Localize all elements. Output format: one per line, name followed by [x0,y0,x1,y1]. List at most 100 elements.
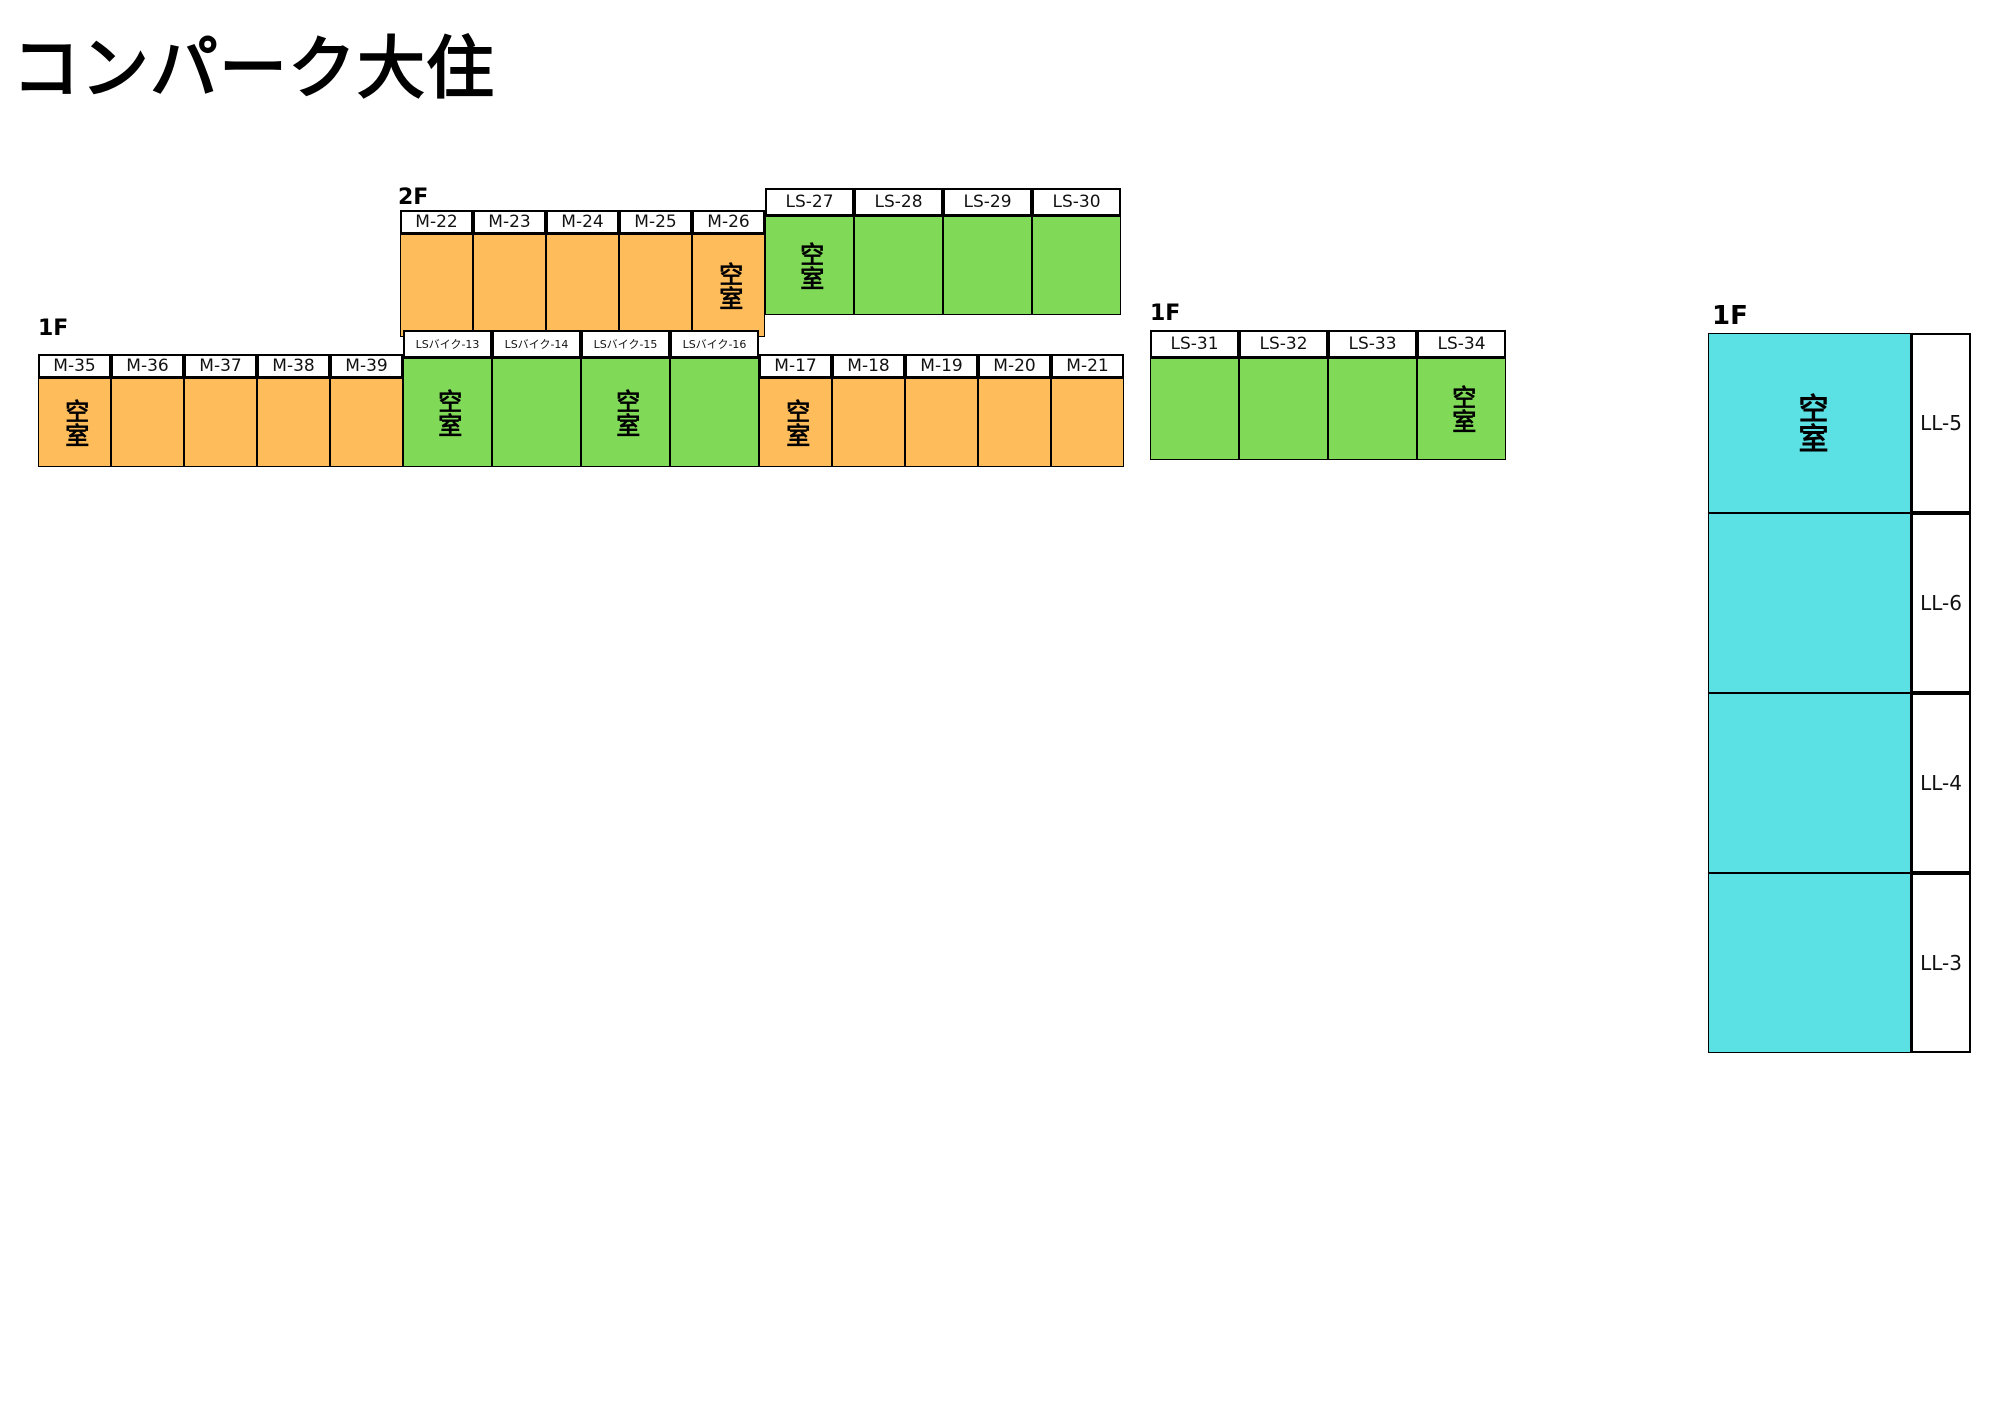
unit-box: 空室 [1417,358,1506,460]
unit-box [978,378,1051,467]
unit-box [546,234,619,337]
unit-box: 空室 [759,378,832,467]
unit-label: LS-30 [1032,188,1121,216]
unit-label: M-22 [400,210,473,234]
unit-label: LS-32 [1239,330,1328,358]
unit-box [184,378,257,467]
unit-box [1708,513,1911,693]
unit-label: M-35 [38,354,111,378]
unit-box: 空室 [1708,333,1911,513]
vacant-badge: 空室 [433,388,462,437]
unit-label: LL-5 [1911,333,1971,513]
unit-label: LS-31 [1150,330,1239,358]
storage-unit[interactable]: M-35 空室 [38,354,111,467]
unit-box [111,378,184,467]
unit-label: M-17 [759,354,832,378]
storage-unit[interactable]: LS-32 [1239,330,1328,460]
unit-box: 空室 [403,358,492,467]
unit-label: LSバイク-13 [403,330,492,358]
floor-label-2f: 2F [398,185,429,210]
unit-label: M-36 [111,354,184,378]
vacant-badge: 空室 [611,388,640,437]
unit-box [854,216,943,315]
unit-box [943,216,1032,315]
storage-unit[interactable]: M-18 [832,354,905,467]
unit-label: LSバイク-15 [581,330,670,358]
storage-unit[interactable]: M-23 [473,210,546,337]
storage-unit[interactable]: M-25 [619,210,692,337]
unit-label: M-24 [546,210,619,234]
unit-box [257,378,330,467]
unit-label: M-39 [330,354,403,378]
unit-box [1239,358,1328,460]
storage-unit[interactable]: M-39 [330,354,403,467]
unit-box [832,378,905,467]
floor-label-1f-middle: 1F [1150,301,1181,326]
unit-label: LL-6 [1911,513,1971,693]
unit-box [330,378,403,467]
storage-unit[interactable]: 空室 LL-5 [1708,333,1971,513]
storage-unit[interactable]: M-17 空室 [759,354,832,467]
unit-label: LS-28 [854,188,943,216]
unit-label: M-25 [619,210,692,234]
storage-unit[interactable]: LS-29 [943,188,1032,315]
storage-unit[interactable]: M-36 [111,354,184,467]
page-title: コンパーク大住 [12,30,496,109]
unit-box [619,234,692,337]
unit-label: LS-34 [1417,330,1506,358]
unit-label: M-23 [473,210,546,234]
vacant-badge: 空室 [714,261,743,310]
unit-label: LS-29 [943,188,1032,216]
storage-unit[interactable]: M-24 [546,210,619,337]
storage-unit[interactable]: M-19 [905,354,978,467]
unit-label: M-38 [257,354,330,378]
unit-label: M-20 [978,354,1051,378]
storage-unit[interactable]: LSバイク-16 [670,330,759,467]
vacant-badge: 空室 [781,398,810,447]
vacant-badge: 空室 [795,241,824,290]
unit-label: M-37 [184,354,257,378]
vacant-badge: 空室 [1792,393,1828,453]
vacant-badge: 空室 [60,398,89,447]
storage-unit[interactable]: LSバイク-15 空室 [581,330,670,467]
storage-unit[interactable]: LS-30 [1032,188,1121,315]
storage-unit[interactable]: LL-6 [1708,513,1971,693]
unit-box [400,234,473,337]
unit-box [473,234,546,337]
unit-box [492,358,581,467]
unit-label: LL-4 [1911,693,1971,873]
storage-unit[interactable]: LS-33 [1328,330,1417,460]
unit-label: LL-3 [1911,873,1971,1053]
storage-unit[interactable]: LSバイク-14 [492,330,581,467]
storage-unit[interactable]: M-38 [257,354,330,467]
storage-unit[interactable]: M-21 [1051,354,1124,467]
unit-box: 空室 [38,378,111,467]
unit-box [1150,358,1239,460]
storage-unit[interactable]: M-20 [978,354,1051,467]
floor-label-1f-right: 1F [1712,301,1748,331]
storage-unit[interactable]: LS-31 [1150,330,1239,460]
unit-label: LSバイク-14 [492,330,581,358]
storage-unit[interactable]: LL-3 [1708,873,1971,1053]
storage-unit[interactable]: LL-4 [1708,693,1971,873]
unit-label: LS-33 [1328,330,1417,358]
unit-label: M-21 [1051,354,1124,378]
floor-label-1f-left: 1F [38,316,69,341]
unit-box [1032,216,1121,315]
unit-label: LSバイク-16 [670,330,759,358]
unit-box: 空室 [692,234,765,337]
unit-box [1708,693,1911,873]
storage-unit[interactable]: LSバイク-13 空室 [403,330,492,467]
unit-box: 空室 [765,216,854,315]
storage-unit[interactable]: M-22 [400,210,473,337]
unit-box [1328,358,1417,460]
storage-unit[interactable]: LS-28 [854,188,943,315]
storage-unit[interactable]: M-37 [184,354,257,467]
